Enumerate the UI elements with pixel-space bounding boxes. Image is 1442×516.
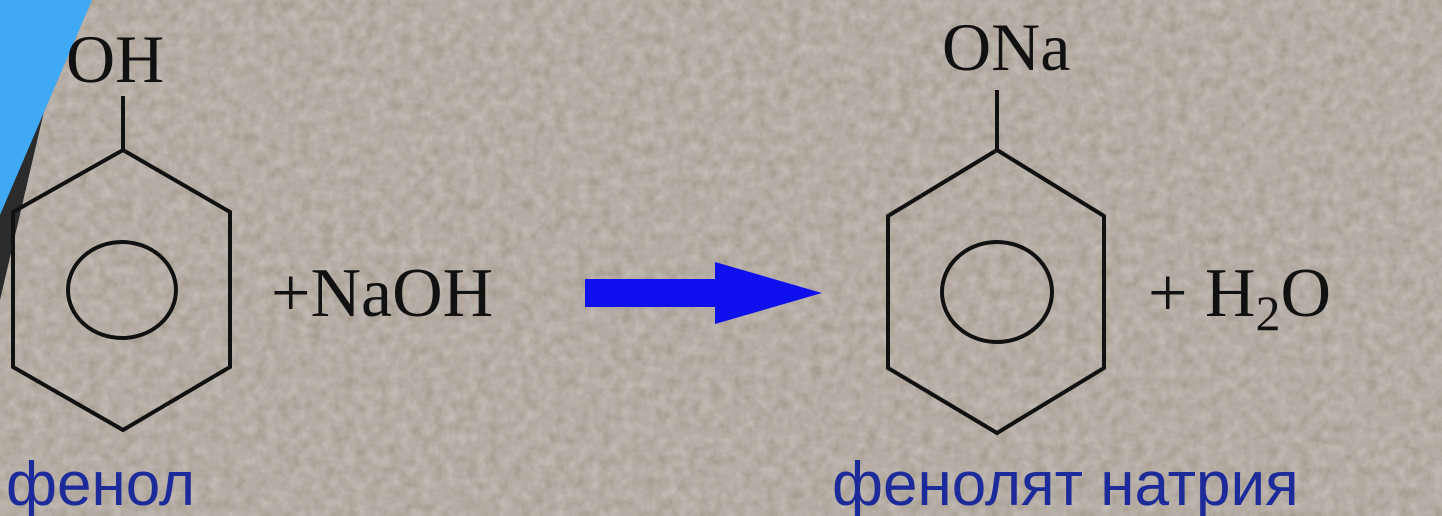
byproduct-suffix: O <box>1281 255 1332 332</box>
byproduct-label: + H2O <box>1148 255 1331 341</box>
product-benzene-ring-icon <box>886 147 1106 436</box>
reactant-group-label: OH <box>66 21 164 97</box>
product-sodium-phenolate: ONa <box>886 9 1106 436</box>
byproduct-subscript: 2 <box>1256 285 1281 341</box>
right-arrow-icon <box>585 262 822 324</box>
product-group-label: ONa <box>942 9 1070 85</box>
byproduct-prefix: + H <box>1148 255 1256 332</box>
reactant-name-caption: фенол <box>6 450 195 516</box>
reactant-benzene-ring-icon <box>11 147 232 433</box>
reactant-phenol: OH <box>11 21 232 433</box>
slide-accent-blue <box>0 0 92 215</box>
product-name-caption: фенолят натрия <box>832 450 1299 516</box>
reagent-label: +NaOH <box>271 255 493 332</box>
